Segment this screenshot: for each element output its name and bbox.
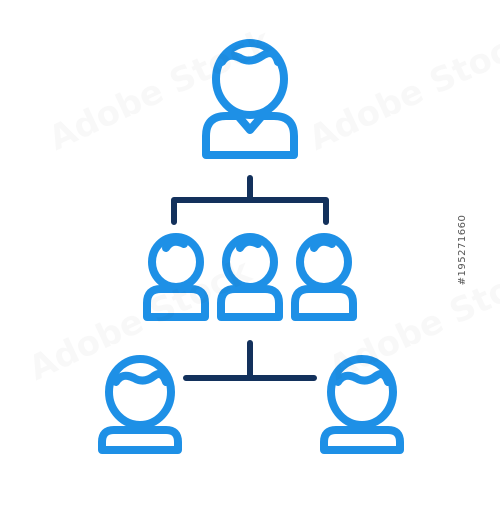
- person-bottom-right-icon: [320, 355, 404, 454]
- person-top-icon: [202, 39, 298, 159]
- person-bottom-left-icon: [98, 355, 182, 454]
- person-middle-left-icon: [143, 233, 209, 321]
- stock-id-label: #195271660: [457, 214, 469, 286]
- person-middle-center-icon: [217, 233, 283, 321]
- top-connector: [171, 175, 329, 225]
- person-middle-right-icon: [291, 233, 357, 321]
- connector-lines: [171, 175, 329, 381]
- bottom-connector: [183, 340, 317, 381]
